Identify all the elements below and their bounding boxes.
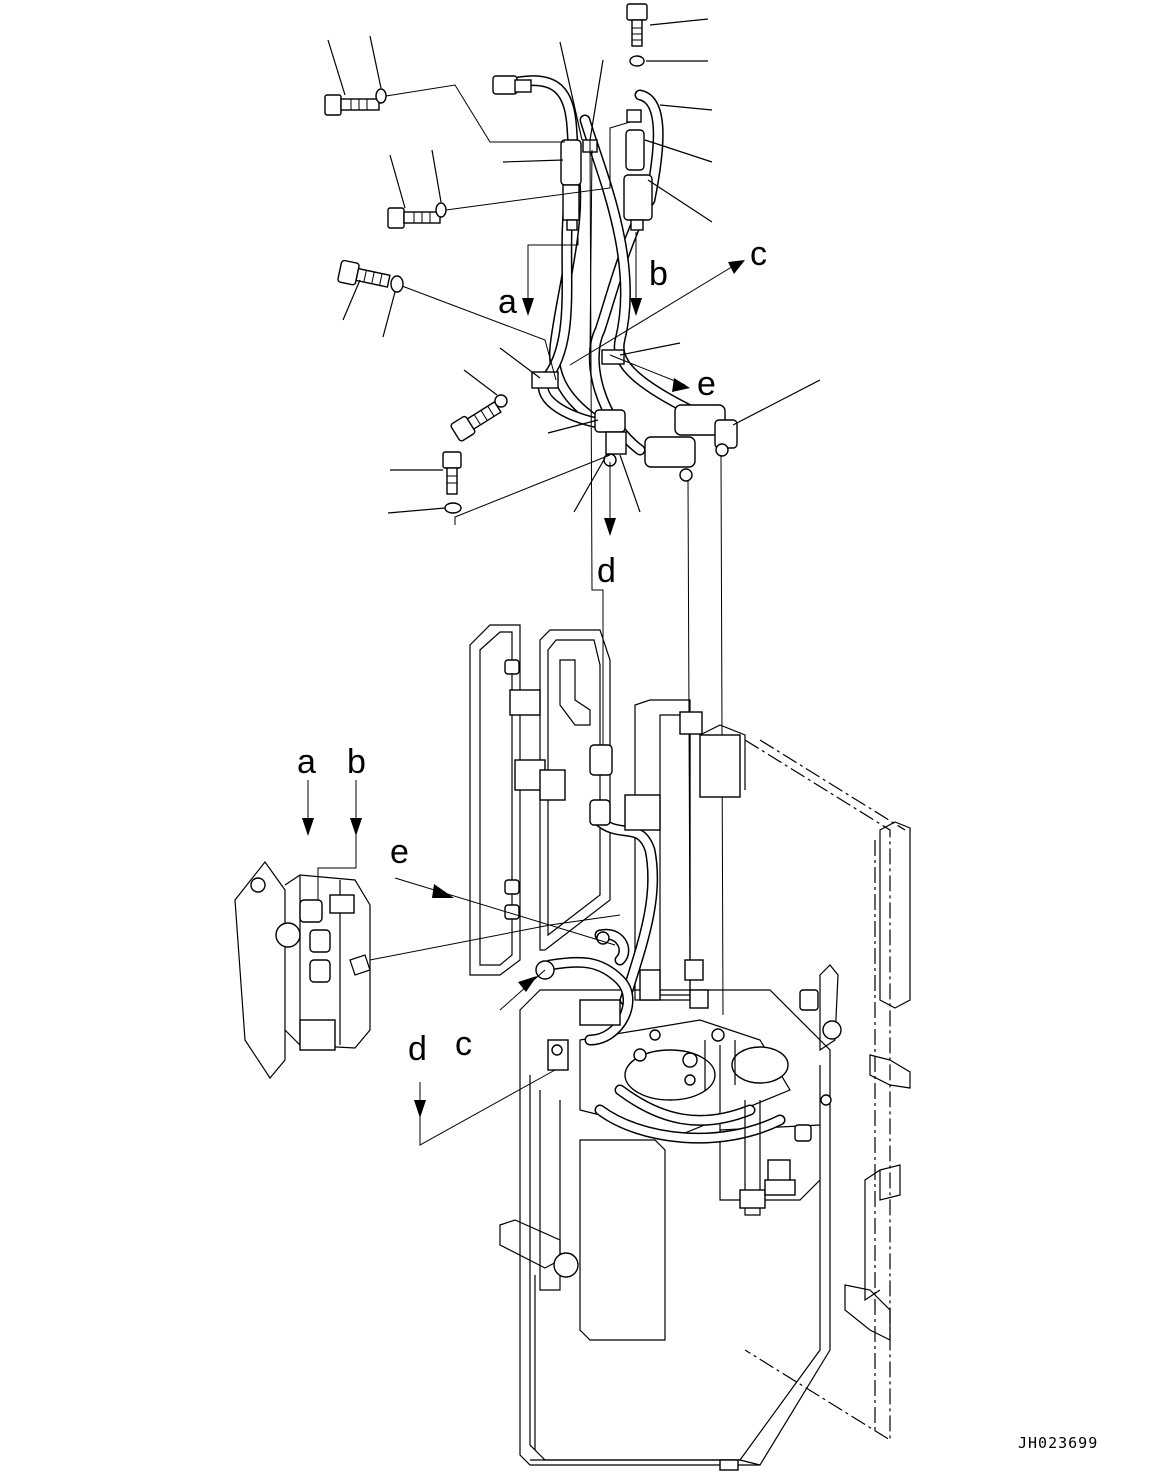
valve-block	[234, 861, 371, 1080]
washer-vertical-lower	[444, 502, 462, 514]
bolt-second-left	[387, 207, 441, 229]
washer-third-left	[390, 275, 404, 293]
bolts-and-washers	[324, 3, 648, 514]
callout-e-bottom: e	[390, 833, 409, 871]
arrow-markers-upper	[522, 260, 745, 536]
arrow-markers-lower	[302, 818, 537, 1118]
bolt-third-left	[337, 259, 391, 288]
callout-letters: a b c e d a b e c d	[297, 235, 767, 1068]
washer-second-left	[435, 202, 447, 218]
callout-a-top: a	[498, 283, 517, 321]
hose-assembly	[492, 75, 738, 482]
washer-angled-mid	[494, 394, 508, 408]
callout-b-bottom: b	[347, 743, 366, 781]
washer-upper-left	[375, 88, 387, 104]
callout-d-bottom: d	[408, 1030, 427, 1068]
callout-c-bottom: c	[455, 1025, 472, 1063]
bolt-angled-mid	[450, 400, 502, 442]
leader-lines	[327, 18, 821, 1016]
callout-d-top: d	[597, 552, 616, 590]
bolt-upper-left	[324, 94, 380, 116]
callout-c-top: c	[750, 235, 767, 273]
bolt-vertical-lower	[442, 451, 462, 495]
callout-b-top: b	[649, 255, 668, 293]
washer-top-right	[629, 55, 645, 67]
callout-a-bottom: a	[297, 743, 316, 781]
drawing-code: JH023699	[1018, 1434, 1098, 1452]
callout-e-top: e	[697, 365, 716, 403]
bolt-top-right	[626, 3, 648, 47]
machine-frame	[469, 624, 911, 1471]
